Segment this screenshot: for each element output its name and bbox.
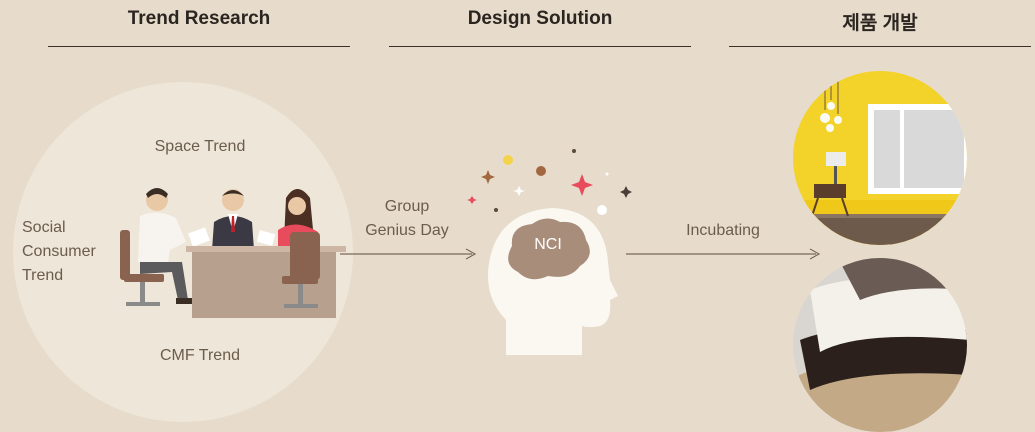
room-photo <box>793 71 967 245</box>
label-trend-line: Trend <box>22 267 64 284</box>
header-product-development: 제품 개발 <box>842 13 918 34</box>
arrow-group-genius <box>340 248 477 260</box>
label-consumer-line: Consumer <box>22 243 96 260</box>
header-design-solution: Design Solution <box>467 8 613 29</box>
header-divider <box>389 46 691 47</box>
brain-label: NCI <box>534 236 562 253</box>
label-social-line: Social <box>22 219 66 236</box>
head-brain-illustration <box>488 208 618 355</box>
material-samples-photo <box>793 258 967 432</box>
label-incubating: Incubating <box>686 222 760 239</box>
label-group-line: Group <box>384 198 430 215</box>
trend-circle <box>13 82 353 422</box>
meeting-illustration <box>120 188 346 318</box>
label-social-consumer-trend: Social Consumer Trend <box>22 216 96 288</box>
label-space-trend: Space Trend <box>154 138 246 155</box>
header-divider <box>48 46 350 47</box>
arrow-incubating <box>626 248 821 260</box>
label-genius-day-line: Genius Day <box>365 222 449 239</box>
sparkle-decorations <box>467 149 632 215</box>
header-trend-research: Trend Research <box>127 8 271 29</box>
label-group-genius-day: Group Genius Day <box>352 195 462 243</box>
header-divider <box>729 46 1031 47</box>
label-cmf-trend: CMF Trend <box>159 347 240 364</box>
